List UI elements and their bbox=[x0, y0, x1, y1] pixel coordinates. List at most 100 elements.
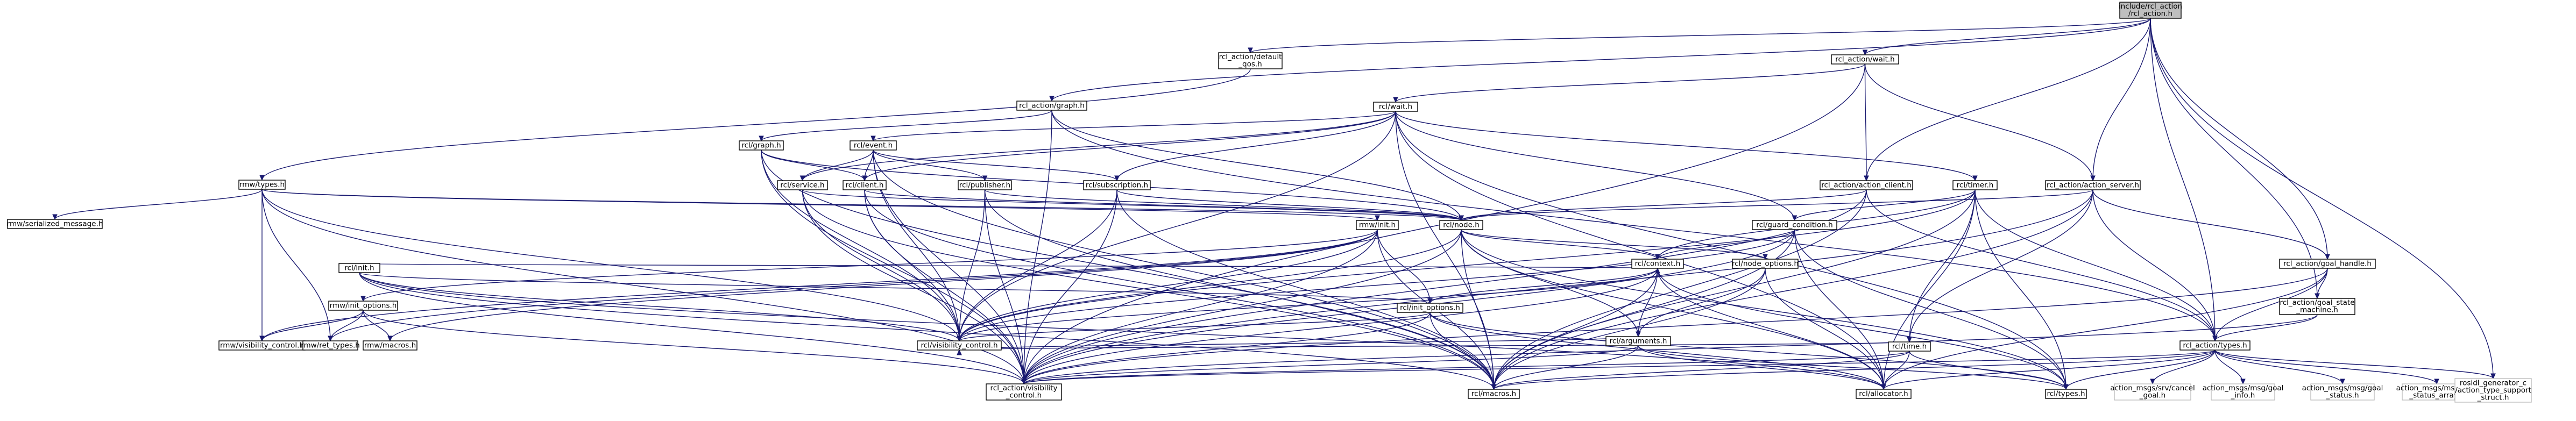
arrowhead-rcl_node-to-node_options bbox=[1763, 254, 1768, 260]
node-msg-status[interactable]: action_msgs/msg/goal_status.h bbox=[2302, 383, 2383, 401]
node-box bbox=[2179, 340, 2251, 351]
node-rcl-service[interactable]: rcl/service.h bbox=[777, 180, 828, 190]
node-box bbox=[2211, 383, 2275, 401]
node-default-goal[interactable]: rcl_action/default_qos.h bbox=[1218, 52, 1283, 69]
edge-rcl_init_options-to-rcl_allocator bbox=[1429, 312, 1884, 390]
arrowhead-action_types-to-rcl_macros bbox=[1491, 384, 1497, 390]
arrowhead-rcl_init_options-to-rcl_vis bbox=[957, 336, 962, 342]
node-label: rcl_action/goal_handle.h bbox=[2283, 259, 2372, 268]
node-rcl-client[interactable]: rcl/client.h bbox=[843, 180, 887, 190]
arrowhead-rmw_init-to-init_options_rmw bbox=[360, 296, 366, 302]
node-goal-state[interactable]: rcl_action/goal_state_machine.h bbox=[2279, 298, 2355, 315]
node-label: rmw/ret_types.h bbox=[301, 341, 360, 349]
node-action-types[interactable]: rcl_action/types.h bbox=[2179, 340, 2251, 351]
node-rmw-ret[interactable]: rmw/ret_types.h bbox=[301, 340, 360, 351]
arrowhead-root-to-graph_a bbox=[1049, 96, 1055, 102]
node-rcl-subscription[interactable]: rcl/subscription.h bbox=[1083, 180, 1151, 190]
node-box bbox=[2279, 298, 2355, 315]
arrowhead-graph_a-to-rcl_graph bbox=[759, 135, 764, 142]
node-label: rmw/init_options.h bbox=[330, 301, 397, 310]
edge-rcl_graph-to-rcl_client bbox=[761, 149, 865, 181]
edge-root-to-action_server bbox=[2092, 18, 2151, 181]
node-rcl-timer[interactable]: rcl/timer.h bbox=[1952, 180, 1998, 190]
arrowhead-action_server-to-goal_handle bbox=[2325, 254, 2330, 260]
edge-graph_a-to-action_types bbox=[1051, 110, 2216, 341]
node-box bbox=[2045, 180, 2141, 190]
edge-rcl_publisher-to-rcl_node bbox=[984, 189, 1462, 221]
edge-rcl_subscription-to-rcl_node bbox=[1116, 189, 1462, 221]
node-label: rmw/types.h bbox=[239, 180, 285, 189]
node-label: rcl/guard_condition.h bbox=[1756, 220, 1832, 229]
node-rcl-vis[interactable]: rcl/visibility_control.h bbox=[917, 340, 1002, 351]
edge-wait_a-to-rcl_wait bbox=[1395, 63, 1866, 103]
arrowhead-init_options_rmw-to-rmw_vis bbox=[259, 336, 265, 342]
node-guard[interactable]: rcl/guard_condition.h bbox=[1752, 220, 1837, 230]
node-action-server[interactable]: rcl_action/action_server.h bbox=[2045, 180, 2141, 190]
arrowhead-rcl_context-to-rcl_init_options bbox=[1427, 298, 1433, 304]
node-rcl-context[interactable]: rcl/context.h bbox=[1631, 259, 1684, 269]
node-rmw-init[interactable]: rmw/init.h bbox=[1356, 220, 1399, 230]
edge-rcl_init-to-rcl_vis bbox=[359, 272, 960, 341]
node-label: _status.h bbox=[2325, 391, 2359, 400]
node-label: rcl/timer.h bbox=[1957, 181, 1994, 189]
node-rmw-macros[interactable]: rmw/macros.h bbox=[363, 340, 417, 351]
node-label: rcl/context.h bbox=[1635, 259, 1681, 268]
edge-rcl_context-to-rcl_types bbox=[1657, 268, 2067, 390]
node-rcl-time[interactable]: rcl/time.h bbox=[1888, 341, 1931, 352]
node-label: rcl/graph.h bbox=[741, 141, 781, 149]
arrowhead-action_types-to-rcl_allocator bbox=[1881, 384, 1886, 390]
node-rcl-init[interactable]: rcl/init.h bbox=[338, 263, 380, 273]
edge-rcl_graph-to-action_vis bbox=[761, 149, 1024, 384]
edge-rcl_client-to-rcl_macros bbox=[864, 189, 1495, 390]
edge-action_types-to-msg_status_array bbox=[2214, 349, 2437, 384]
node-rosidl[interactable]: rosidl_generator_c/action_type_support_s… bbox=[2454, 378, 2532, 403]
edge-rcl_event-to-rcl_service bbox=[802, 149, 874, 181]
node-action-client[interactable]: rcl_action/action_client.h bbox=[1820, 180, 1913, 190]
edge-action_client-to-action_types bbox=[1866, 189, 2216, 341]
node-rcl-init-options[interactable]: rcl/init_options.h bbox=[1397, 303, 1463, 313]
node-rcl-arguments[interactable]: rcl/arguments.h bbox=[1605, 336, 1671, 346]
edge-rmw_init-to-rmw_vis bbox=[261, 229, 1378, 341]
node-rcl-node[interactable]: rcl/node.h bbox=[1439, 220, 1483, 230]
edge-action_client-to-action_vis bbox=[1023, 189, 1867, 384]
arrowhead-rcl_event-to-rcl_publisher bbox=[982, 175, 988, 182]
node-action-vis[interactable]: rcl_action/visibility_control.h bbox=[986, 383, 1062, 401]
node-label: _struct.h bbox=[2477, 393, 2509, 402]
node-rmw-types[interactable]: rmw/types.h bbox=[238, 180, 286, 190]
node-box bbox=[1356, 220, 1399, 230]
edge-action_types-to-rcl_allocator bbox=[1883, 349, 2216, 390]
edge-goal_state-to-action_vis bbox=[1023, 314, 2318, 384]
node-serialized[interactable]: rmw/serialized_message.h bbox=[7, 219, 103, 229]
node-msg-cancel[interactable]: action_msgs/srv/cancel_goal.h bbox=[2110, 383, 2195, 401]
node-rcl-allocator[interactable]: rcl/allocator.h bbox=[1856, 389, 1912, 399]
edge-rcl_arguments-to-action_vis bbox=[1023, 345, 1639, 384]
edge-rcl_timer-to-rcl_types bbox=[1975, 189, 2067, 390]
edge-action_client-to-rcl_node bbox=[1461, 189, 1867, 221]
edge-action_server-to-action_types bbox=[2092, 189, 2216, 341]
node-rcl-event[interactable]: rcl/event.h bbox=[850, 140, 897, 151]
edge-rcl_wait-to-rcl_vis bbox=[959, 111, 1396, 341]
edge-rcl_timer-to-rcl_time bbox=[1909, 189, 1976, 342]
node-label: /action_type_support bbox=[2455, 386, 2531, 395]
node-msg-info[interactable]: action_msgs/msg/goal_info.h bbox=[2203, 383, 2284, 401]
edge-rcl_init_options-to-rcl_vis bbox=[959, 312, 1431, 341]
node-rcl-macros[interactable]: rcl/macros.h bbox=[1468, 389, 1520, 399]
edge-rcl_node-to-action_vis bbox=[1023, 229, 1462, 384]
node-goal-handle[interactable]: rcl_action/goal_handle.h bbox=[2279, 259, 2376, 269]
node-label: rmw/init.h bbox=[1359, 220, 1396, 229]
edge-action_server-to-goal_handle bbox=[2092, 189, 2328, 260]
node-graph-a[interactable]: rcl_action/graph.h bbox=[1016, 101, 1087, 111]
node-init-options-rmw[interactable]: rmw/init_options.h bbox=[328, 301, 398, 311]
node-rcl-publisher[interactable]: rcl/publisher.h bbox=[958, 180, 1012, 190]
edge-node_options-to-rcl_allocator bbox=[1765, 268, 1884, 390]
node-rcl-types[interactable]: rcl/types.h bbox=[2045, 389, 2087, 399]
node-rmw-vis[interactable]: rmw/visibility_control.h bbox=[218, 340, 306, 351]
node-rcl-wait[interactable]: rcl/wait.h bbox=[1373, 102, 1418, 112]
node-wait-a[interactable]: rcl_action/wait.h bbox=[1831, 54, 1899, 65]
node-root[interactable]: include/rcl_action/rcl_action.h bbox=[2119, 2, 2182, 19]
arrowhead-action_server-to-rcl_time bbox=[1907, 337, 1912, 343]
node-node-options[interactable]: rcl/node_options.h bbox=[1732, 259, 1799, 269]
edge-rcl_context-to-rcl_arguments bbox=[1638, 268, 1658, 337]
node-rcl-graph[interactable]: rcl/graph.h bbox=[739, 140, 784, 151]
edge-rcl_wait-to-rcl_types bbox=[1395, 111, 2067, 390]
